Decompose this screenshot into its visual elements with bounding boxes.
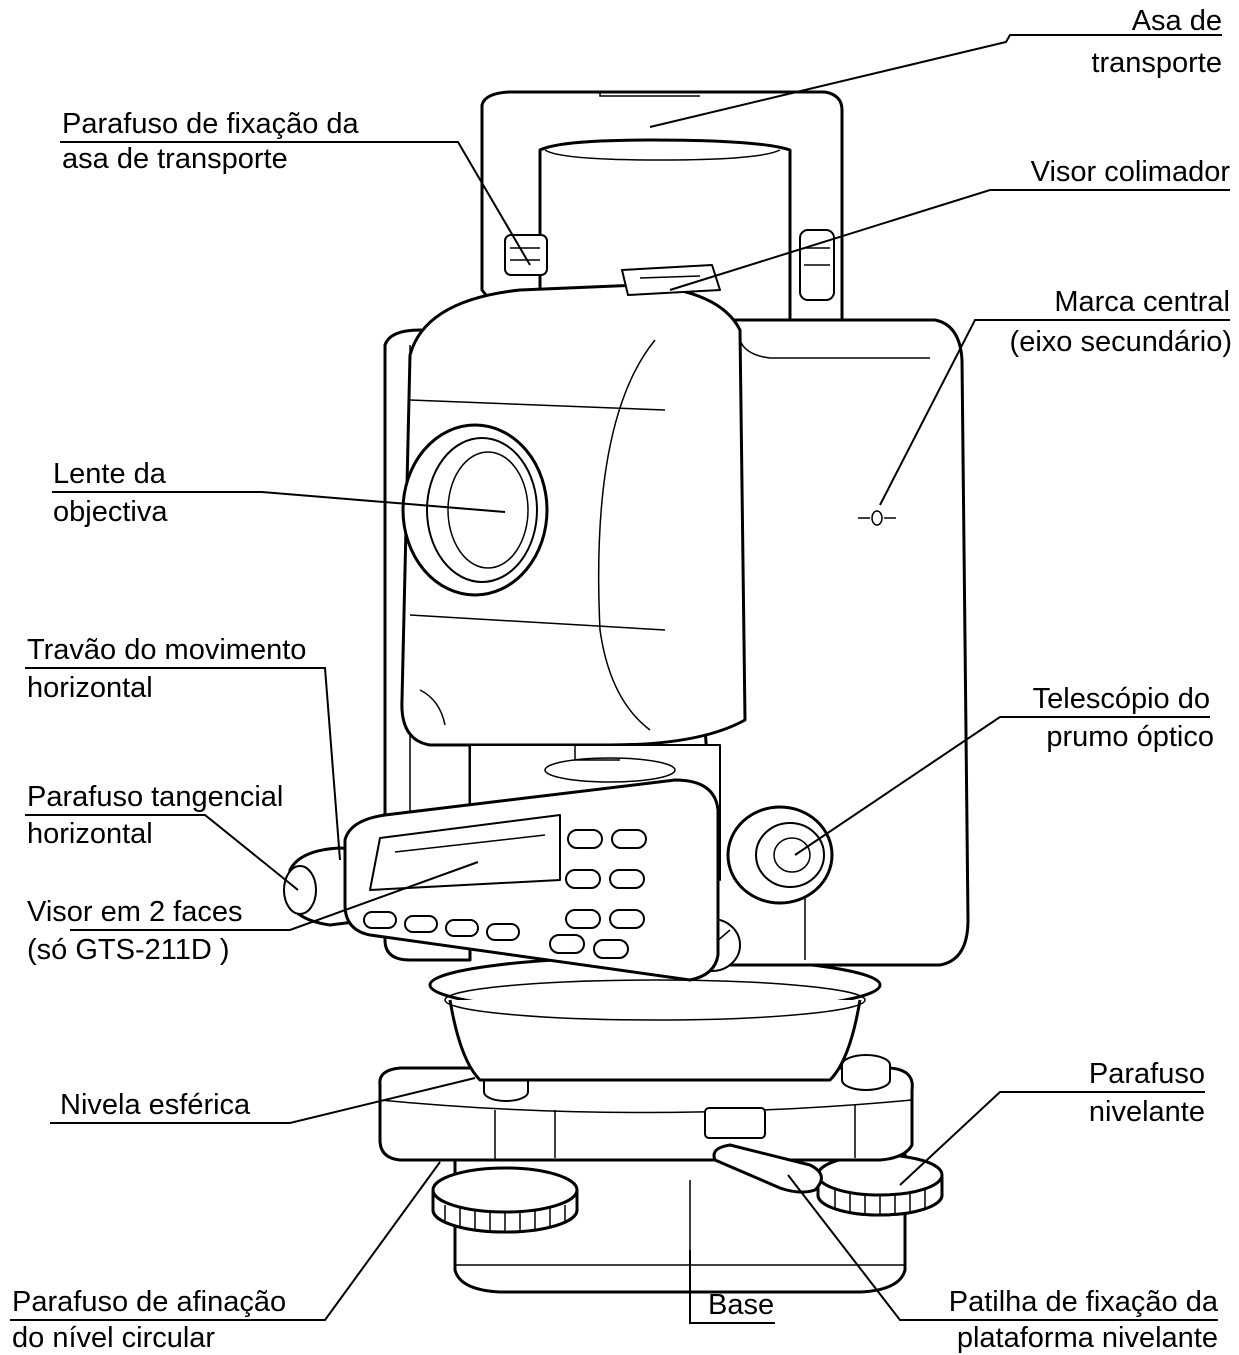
label-telescopio-line2: prumo óptico	[1046, 721, 1214, 753]
leader-asa	[649, 34, 1222, 128]
label-patilha-line1: Patilha de fixação da	[949, 1286, 1219, 1318]
label-travao-line1: Travão do movimento	[27, 634, 306, 666]
label-tangencial-line1: Parafuso tangencial	[27, 781, 283, 813]
label-visor-faces-line1: Visor em 2 faces	[27, 896, 242, 928]
label-marca-central-line2: (eixo secundário)	[1010, 326, 1232, 358]
leader-travao	[25, 667, 341, 861]
leader-marca-central	[879, 319, 1230, 506]
leader-visor-colimador	[669, 189, 1230, 291]
leader-nivela	[50, 1077, 476, 1124]
telescope	[400, 264, 747, 747]
leader-lines	[10, 34, 1230, 1324]
leader-tangencial	[25, 814, 299, 891]
leader-lente	[52, 491, 506, 513]
label-nivelante-line2: nivelante	[1089, 1096, 1205, 1128]
carrying-handle	[480, 90, 844, 332]
display-panel	[343, 778, 720, 982]
label-asa-line2: transporte	[1091, 47, 1222, 79]
center-mark	[858, 510, 896, 526]
label-lente-line2: objectiva	[53, 496, 168, 528]
leader-parafuso-nivelante	[899, 1091, 1205, 1186]
alidade-base	[428, 955, 882, 1082]
leader-base	[689, 1250, 775, 1324]
leader-patilha	[787, 1174, 1218, 1321]
instrument-illustration	[283, 90, 970, 1294]
label-asa-line1: Asa de	[1132, 5, 1222, 37]
label-tangencial-line2: horizontal	[27, 818, 153, 850]
label-nivela: Nivela esférica	[60, 1089, 251, 1121]
label-marca-central-line1: Marca central	[1054, 286, 1230, 318]
label-visor-faces-line2: (só GTS-211D )	[27, 934, 230, 966]
leader-parafuso-fixacao	[60, 141, 531, 266]
locking-lever	[712, 1143, 823, 1194]
label-nivelante-line1: Parafuso	[1089, 1058, 1205, 1090]
label-parafuso-fixacao-line1: Parafuso de fixação da	[62, 108, 360, 140]
labels: Asa de transporte Parafuso de fixação da…	[12, 5, 1232, 1354]
label-travao-line2: horizontal	[27, 672, 153, 704]
leader-afinacao	[10, 1161, 441, 1321]
label-telescopio-line1: Telescópio do	[1033, 683, 1210, 715]
leader-visor-faces	[70, 861, 479, 931]
leader-telescopio	[794, 716, 1210, 856]
leveling-screw-left	[431, 1166, 579, 1234]
leveling-screw-right	[816, 1153, 944, 1217]
label-base: Base	[708, 1289, 774, 1321]
label-afinacao-line1: Parafuso de afinação	[12, 1286, 286, 1318]
label-lente-line1: Lente da	[53, 458, 167, 490]
label-patilha-line2: plataforma nivelante	[957, 1322, 1218, 1354]
label-visor-colimador: Visor colimador	[1031, 156, 1231, 188]
tribrach	[378, 1054, 914, 1162]
label-parafuso-fixacao-line2: asa de transporte	[62, 143, 288, 175]
label-afinacao-line2: do nível circular	[12, 1322, 215, 1354]
optical-plummet	[726, 805, 834, 905]
